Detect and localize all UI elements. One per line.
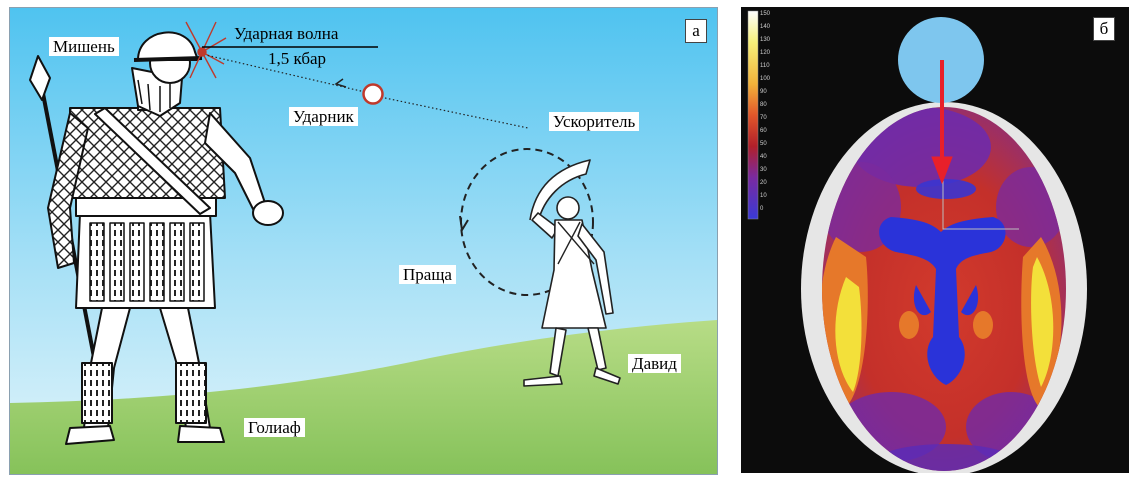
- colorbar-tick: 0: [760, 206, 763, 212]
- label-pressure: 1,5 кбар: [268, 50, 326, 67]
- greave-left: [82, 363, 112, 423]
- david-head: [557, 197, 579, 219]
- colorbar-tick: 60: [760, 128, 767, 134]
- panel-b-corner-label: б: [1093, 17, 1115, 41]
- colorbar-tick: 130: [760, 37, 770, 43]
- colorbar-tick: 10: [760, 193, 767, 199]
- colorbar-tick: 50: [760, 141, 767, 147]
- greave-right: [176, 363, 206, 423]
- label-sling: Праща: [399, 265, 456, 284]
- brain-pressure-map: [741, 7, 1129, 473]
- colorbar-tick: 120: [760, 50, 770, 56]
- label-target: Мишень: [49, 37, 119, 56]
- label-accelerator: Ускоритель: [549, 112, 639, 131]
- colorbar-tick: 90: [760, 89, 767, 95]
- colorbar-tick: 40: [760, 154, 767, 160]
- label-david: Давид: [628, 354, 681, 373]
- label-goliath: Голиаф: [244, 418, 305, 437]
- colorbar-tick: 110: [760, 63, 770, 69]
- panel-a-corner-label: а: [685, 19, 707, 43]
- colorbar-tick: 100: [760, 76, 770, 82]
- colorbar-tick: 20: [760, 180, 767, 186]
- colorbar-tick: 150: [760, 11, 770, 17]
- colorbar-tick: 80: [760, 102, 767, 108]
- colorbar-tick: 70: [760, 115, 767, 121]
- sandal-left: [66, 426, 114, 444]
- striker-stone: [364, 85, 383, 104]
- panel-b-pressure-map: 150 140 130 120 110 100 90 80 70 60 50 4…: [741, 7, 1129, 473]
- david-goliath-scene: [10, 8, 717, 474]
- colorbar-tick: 30: [760, 167, 767, 173]
- panel-a-illustration: Мишень Ударная волна 1,5 кбар Ударник Ус…: [9, 7, 718, 475]
- goliath-fist: [253, 201, 283, 225]
- colorbar-tick: 140: [760, 24, 770, 30]
- label-striker: Ударник: [289, 107, 358, 126]
- sandal-right: [178, 426, 224, 442]
- label-shock-wave: Ударная волна: [234, 25, 338, 42]
- colorbar: [748, 11, 758, 219]
